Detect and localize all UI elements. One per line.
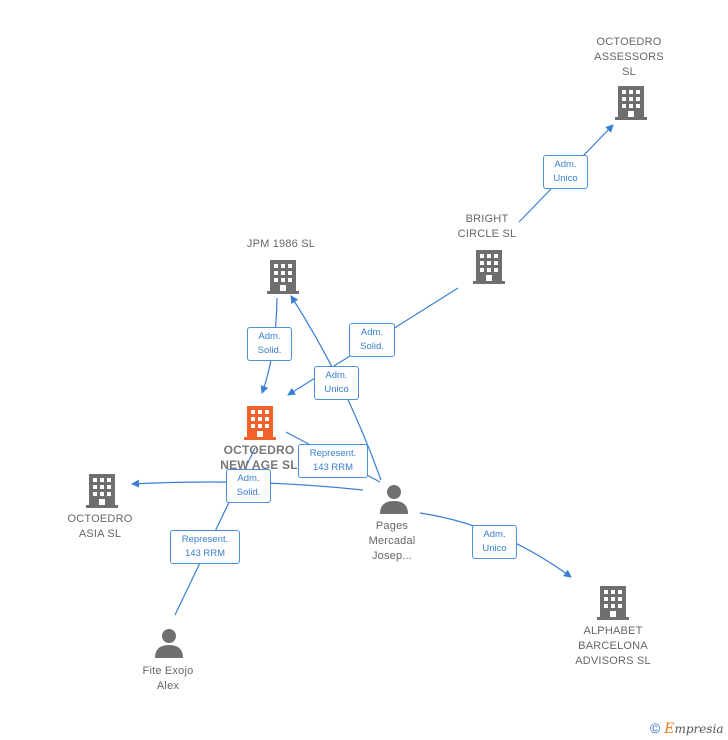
node-label-alphabet-barcelona[interactable]: ALPHABET BARCELONA ADVISORS SL — [575, 625, 651, 667]
edge-label: Adm. Solid. — [226, 469, 271, 503]
edge-label: Adm. Solid. — [349, 323, 395, 357]
edge-label: Adm. Unico — [314, 366, 359, 400]
node-label-bright-circle[interactable]: BRIGHT CIRCLE SL — [457, 213, 517, 240]
building-icon — [615, 86, 647, 120]
building-icon — [473, 250, 505, 284]
edge-label: Represent. 143 RRM — [298, 444, 368, 478]
edge-label: Adm. Unico — [543, 155, 588, 189]
node-label-octoedro-assessors[interactable]: OCTOEDRO ASSESSORS SL — [594, 36, 664, 78]
person-icon — [155, 629, 183, 658]
brand-logo: © Empresia — [650, 720, 724, 737]
node-label-pages-mercadal[interactable]: Pages Mercadal Josep... — [368, 520, 416, 562]
person-icon — [380, 485, 408, 514]
brand-name: mpresia — [674, 722, 724, 736]
node-label-jpm-1986[interactable]: JPM 1986 SL — [246, 238, 316, 250]
edge-label: Represent. 143 RRM — [170, 530, 240, 564]
building-icon — [267, 260, 299, 294]
copyright-icon: © — [650, 720, 661, 736]
building-icon — [86, 474, 118, 508]
edge-label: Adm. Solid. — [247, 327, 292, 361]
building-icon — [597, 586, 629, 620]
edge-label: Adm. Unico — [472, 525, 517, 559]
brand-initial: E — [664, 721, 675, 737]
node-label-fite-exojo[interactable]: Fite Exojo Alex — [142, 665, 194, 692]
building-icon-focus — [244, 406, 276, 440]
node-label-octoedro-new-age[interactable]: OCTOEDRO NEW AGE SL — [220, 443, 298, 472]
node-label-octoedro-asia[interactable]: OCTOEDRO ASIA SL — [67, 513, 133, 540]
